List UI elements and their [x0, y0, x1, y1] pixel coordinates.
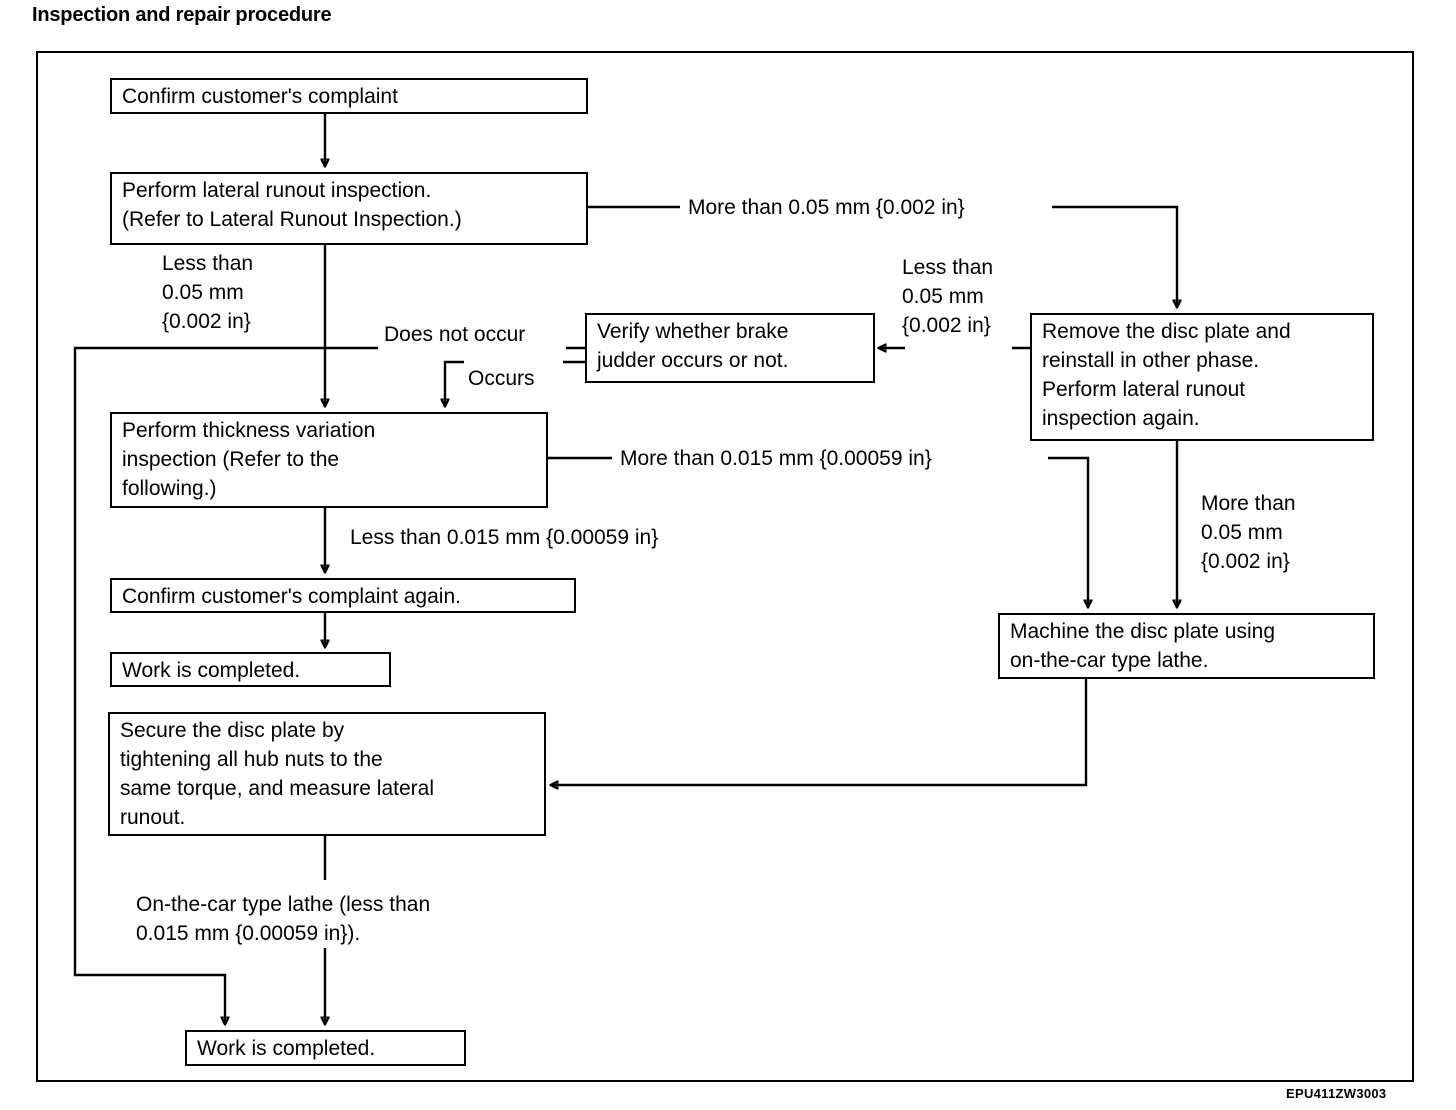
- node-confirm-complaint-again: Confirm customer's complaint again.: [110, 578, 576, 613]
- node-work-completed-upper: Work is completed.: [110, 652, 391, 687]
- node-secure-disc-plate: Secure the disc plate by tightening all …: [108, 712, 546, 836]
- node-verify-brake-judder: Verify whether brake judder occurs or no…: [585, 313, 875, 383]
- label-more-than-005-top: More than 0.05 mm {0.002 in}: [686, 193, 967, 222]
- node-remove-disc-plate: Remove the disc plate and reinstall in o…: [1030, 313, 1374, 441]
- node-work-completed-final: Work is completed.: [185, 1030, 466, 1066]
- node-confirm-complaint: Confirm customer's complaint: [110, 78, 588, 114]
- page-title: Inspection and repair procedure: [32, 4, 332, 26]
- label-occurs: Occurs: [466, 364, 537, 393]
- label-more-than-0015: More than 0.015 mm {0.00059 in}: [618, 444, 934, 473]
- node-machine-disc-plate: Machine the disc plate using on-the-car …: [998, 613, 1375, 679]
- label-less-than-005-right: Less than 0.05 mm {0.002 in}: [900, 253, 996, 340]
- label-more-than-005-right: More than 0.05 mm {0.002 in}: [1199, 489, 1298, 576]
- diagram-frame: [36, 51, 1414, 1082]
- label-on-the-car-lathe: On-the-car type lathe (less than 0.015 m…: [134, 890, 433, 948]
- label-does-not-occur: Does not occur: [382, 320, 528, 349]
- label-less-than-005-left: Less than 0.05 mm {0.002 in}: [160, 249, 256, 336]
- node-lateral-runout-inspection: Perform lateral runout inspection. (Refe…: [110, 172, 588, 245]
- label-less-than-0015: Less than 0.015 mm {0.00059 in}: [348, 523, 661, 552]
- node-thickness-variation-inspection: Perform thickness variation inspection (…: [110, 412, 548, 508]
- figure-code: EPU411ZW3003: [1286, 1086, 1387, 1101]
